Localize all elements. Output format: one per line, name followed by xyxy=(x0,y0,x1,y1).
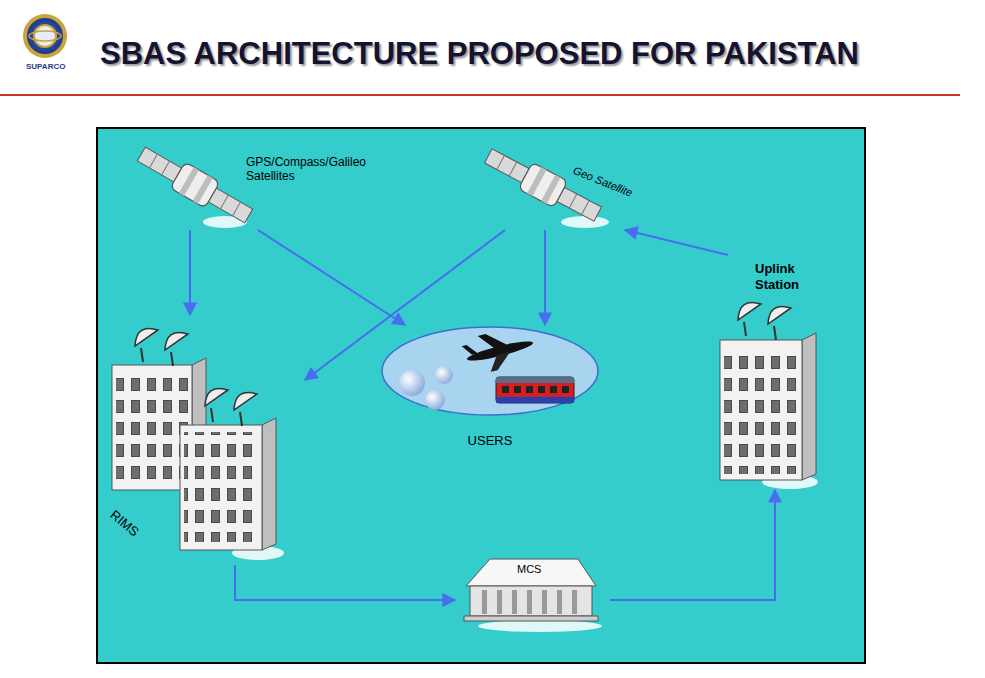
signal-arrow xyxy=(235,565,455,600)
satellite-node: Geo Satellite xyxy=(490,150,675,230)
title-rule xyxy=(0,94,960,96)
node-label: USERS xyxy=(380,433,600,449)
station-group: RIMS xyxy=(105,315,305,565)
station-node: Uplink Station xyxy=(715,255,840,490)
diagram-frame xyxy=(97,128,865,663)
node-label: Uplink Station xyxy=(755,261,813,292)
signal-arrow xyxy=(625,230,728,255)
user-figure xyxy=(399,370,425,396)
gnss-satellite xyxy=(134,141,256,229)
train-icon xyxy=(496,377,574,403)
signal-arrow xyxy=(258,230,405,325)
signal-arrow xyxy=(610,490,775,600)
user-figure xyxy=(425,390,445,410)
users-ellipse-shape xyxy=(380,325,600,417)
slide-title: SBAS ARCHITECTURE PROPOSED FOR PAKISTAN xyxy=(100,38,859,69)
signal-arrow xyxy=(544,230,546,325)
airplane-icon xyxy=(460,325,537,377)
satellite-node: GPS/Compass/Galileo Satellites xyxy=(150,145,375,230)
node-label: Geo Satellite xyxy=(571,164,634,200)
mcs-building xyxy=(464,559,602,632)
logo-label: SUPARCO xyxy=(26,62,65,71)
control-center: MCS xyxy=(455,555,610,630)
signal-arrow xyxy=(189,230,191,315)
node-label: GPS/Compass/Galileo Satellites xyxy=(246,155,371,184)
logo xyxy=(23,14,67,58)
node-label: MCS xyxy=(517,563,541,576)
user-figure xyxy=(435,366,453,384)
rims-building xyxy=(180,383,284,560)
geo-satellite xyxy=(481,143,609,228)
users-ellipse: USERS xyxy=(380,325,603,455)
uplink-building xyxy=(720,297,818,489)
node-label: RIMS xyxy=(107,507,142,540)
